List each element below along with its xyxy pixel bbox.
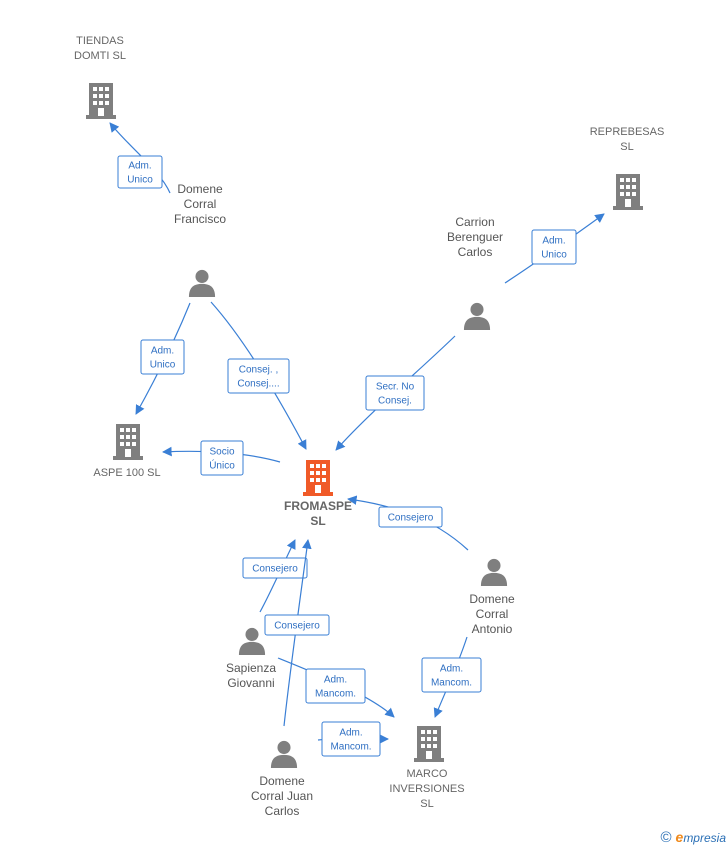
- edge-label-box[interactable]: [242, 557, 308, 579]
- edge-label-text: Consej. ,: [239, 365, 278, 376]
- node-label: Domene: [259, 774, 305, 788]
- node-label: SL: [420, 798, 433, 810]
- edge-label-text: Mancom.: [330, 742, 371, 753]
- edge-label-text: Unico: [541, 250, 567, 261]
- edge-label-box[interactable]: [264, 614, 330, 636]
- edge-sapienza-marco: Adm. Mancom.: [277, 657, 395, 718]
- node-label: Berenguer: [447, 230, 503, 244]
- edge-francisco-tiendas: Adm. Unico: [109, 122, 171, 194]
- node-label: TIENDAS: [76, 35, 124, 47]
- edge-label-text: Unico: [127, 175, 153, 186]
- edge-juancarlos-fromaspe: Consejero: [264, 539, 330, 727]
- edge-label-text: Adm.: [151, 346, 174, 357]
- node-label: ASPE 100 SL: [93, 467, 160, 479]
- building-icon: [303, 460, 333, 496]
- node-label: MARCO: [407, 768, 448, 780]
- person-icon: [463, 302, 491, 330]
- nodes-layer: TIENDAS DOMTI SL REPREBESAS SL ASPE 100 SL FR…: [74, 35, 664, 818]
- node-label: Carlos: [458, 245, 493, 259]
- node-label: Domene: [469, 592, 515, 606]
- edge-label-box[interactable]: [140, 339, 185, 375]
- edge-label-text: Consej.: [378, 396, 412, 407]
- copyright-symbol: ©: [660, 829, 672, 846]
- edge-label-box[interactable]: [531, 229, 577, 265]
- node-label: Giovanni: [227, 676, 274, 690]
- edge-label-text: Consejero: [274, 621, 320, 632]
- node-label: Corral Juan: [251, 789, 313, 803]
- node-label: SL: [310, 514, 325, 528]
- edge-label-box[interactable]: [117, 155, 163, 189]
- edge-label-box[interactable]: [321, 721, 381, 757]
- edge-label-box[interactable]: [200, 440, 244, 476]
- edge-label-text: Consejero: [388, 513, 434, 524]
- edge-label-text: Único: [209, 459, 235, 472]
- brand-name: mpresia: [683, 831, 726, 845]
- person-icon: [188, 269, 216, 297]
- node-label: Corral: [184, 197, 217, 211]
- edge-francisco-aspe: Adm. Unico: [135, 302, 191, 415]
- node-marco[interactable]: MARCO INVERSIONES SL: [389, 726, 465, 810]
- node-label: Francisco: [174, 212, 226, 226]
- edge-carrion-fromaspe: Secr. No Consej.: [335, 335, 456, 451]
- edge-carrion-represebas: Adm. Unico: [504, 213, 605, 284]
- edge-label-text: Adm.: [324, 675, 347, 686]
- edge-label-text: Adm.: [339, 728, 362, 739]
- person-icon: [270, 740, 298, 768]
- edge-label-text: Adm.: [542, 236, 565, 247]
- edge-label-text: Consejero: [252, 564, 298, 575]
- person-icon: [238, 627, 266, 655]
- edge-antonio-marco: Adm. Mancom.: [421, 636, 482, 718]
- node-label: Carrion: [455, 215, 494, 229]
- building-icon: [613, 174, 643, 210]
- node-label: Carlos: [265, 804, 300, 818]
- edge-label-box[interactable]: [305, 668, 366, 704]
- edge-label-text: Adm.: [440, 664, 463, 675]
- edge-label-text: Mancom.: [315, 689, 356, 700]
- node-tiendas[interactable]: TIENDAS DOMTI SL: [74, 35, 126, 119]
- person-icon: [480, 558, 508, 586]
- edge-label-box[interactable]: [378, 506, 443, 528]
- node-label: FROMASPE: [284, 499, 352, 513]
- node-label: Domene: [177, 182, 223, 196]
- edge-label-box[interactable]: [365, 375, 425, 411]
- node-label: Sapienza: [226, 661, 276, 675]
- building-icon: [86, 83, 116, 119]
- node-label: REPREBESAS: [590, 126, 665, 138]
- node-represebas[interactable]: REPREBESAS SL: [590, 126, 665, 210]
- building-icon: [414, 726, 444, 762]
- node-label: INVERSIONES: [389, 783, 464, 795]
- edge-juancarlos-marco: Adm. Mancom.: [317, 721, 389, 757]
- node-label: DOMTI SL: [74, 50, 126, 62]
- node-label: Corral: [476, 607, 509, 621]
- edge-label-text: Secr. No: [376, 382, 415, 393]
- edge-label-box[interactable]: [227, 358, 290, 394]
- node-label: SL: [620, 141, 633, 153]
- edge-francisco-fromaspe: Consej. , Consej....: [210, 301, 307, 450]
- building-icon: [113, 424, 143, 460]
- edge-label-text: Adm.: [128, 161, 151, 172]
- edge-antonio-fromaspe: Consejero: [347, 495, 469, 551]
- edge-label-text: Mancom.: [431, 678, 472, 689]
- edge-label-box[interactable]: [421, 657, 482, 693]
- edge-label-text: Consej....: [237, 379, 279, 390]
- edge-sapienza-fromaspe: Consejero: [242, 539, 308, 613]
- empresia-watermark: ©empresia: [660, 829, 726, 846]
- brand-initial: e: [675, 829, 684, 845]
- edge-label-text: Socio: [209, 447, 234, 458]
- node-aspe[interactable]: ASPE 100 SL: [93, 424, 161, 479]
- edge-label-text: Unico: [150, 360, 176, 371]
- node-label: Antonio: [472, 622, 513, 636]
